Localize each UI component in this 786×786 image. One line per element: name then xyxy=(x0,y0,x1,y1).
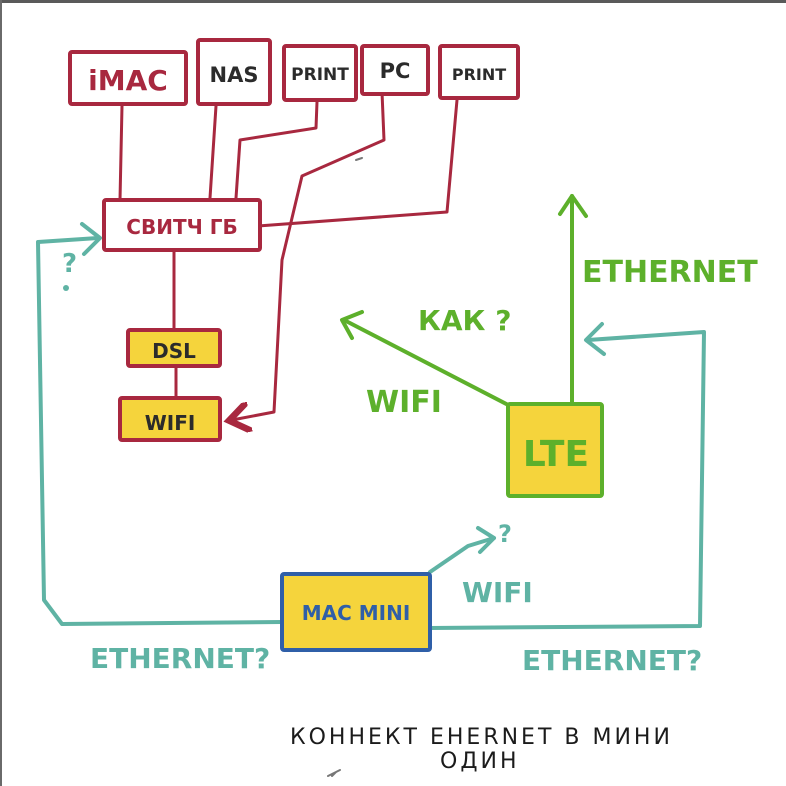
wifi-mini-label: WIFI xyxy=(462,576,533,609)
green-lines xyxy=(340,194,588,410)
svg-text:PRINT: PRINT xyxy=(452,65,506,84)
ethernet-left-label: ETHERNET? xyxy=(90,642,270,675)
device-print-1[interactable]: PRINT xyxy=(282,44,358,102)
device-wifi-router[interactable]: WIFI xyxy=(118,396,222,442)
wired-lines xyxy=(116,90,459,420)
svg-text:PRINT: PRINT xyxy=(291,65,349,85)
note-line-2: ОДИН xyxy=(440,749,520,774)
device-dsl[interactable]: DSL xyxy=(126,328,222,368)
teal-lines xyxy=(36,222,706,630)
window-left-border xyxy=(0,0,2,786)
window-top-border xyxy=(0,0,786,3)
arrow-head-lte xyxy=(584,322,606,356)
device-switch[interactable]: СВИТЧ ГБ xyxy=(102,198,262,252)
stray-pen-marks xyxy=(327,157,363,777)
device-nas[interactable]: NAS xyxy=(196,38,272,106)
switch-question-dot xyxy=(63,285,69,291)
note-line-1: КОННЕКТ EHERNET В МИНИ xyxy=(290,725,673,750)
device-pc[interactable]: PC xyxy=(360,44,430,96)
svg-text:iMAC: iMAC xyxy=(88,64,168,97)
arrow-head-switch xyxy=(80,222,102,256)
kak-label: КАК ? xyxy=(418,304,511,337)
device-print-2[interactable]: PRINT xyxy=(438,44,520,100)
ethernet-top-label: ETHERNET xyxy=(582,255,758,290)
svg-text:LTE: LTE xyxy=(523,434,589,475)
device-imac[interactable]: iMAC xyxy=(68,50,188,106)
wifi-lte-label: WIFI xyxy=(366,385,442,420)
arrow-head-lte-wifi xyxy=(340,310,364,340)
svg-text:NAS: NAS xyxy=(210,63,259,87)
wire-print2-switch xyxy=(256,98,459,228)
lte-wifi-line xyxy=(342,318,516,410)
ethernet-mini-to-lte xyxy=(428,330,706,630)
ethernet-right-label: ETHERNET? xyxy=(522,644,702,677)
wire-nas-switch xyxy=(208,104,218,200)
wifi-mini-arrow xyxy=(428,536,496,574)
wire-print1-switch xyxy=(234,100,319,200)
svg-text:СВИТЧ ГБ: СВИТЧ ГБ xyxy=(126,215,237,239)
device-lte[interactable]: LTE xyxy=(506,402,604,498)
arrow-head-wifi-mini xyxy=(476,526,496,554)
svg-text:WIFI: WIFI xyxy=(145,411,196,435)
wire-pc-wifi xyxy=(232,90,386,420)
ethernet-mini-to-switch xyxy=(36,236,284,626)
svg-text:MAC MINI: MAC MINI xyxy=(302,601,411,625)
arrow-head-lte-up xyxy=(558,194,588,218)
switch-question-label: ? xyxy=(62,249,77,279)
svg-text:PC: PC xyxy=(380,59,411,83)
svg-text:DSL: DSL xyxy=(152,339,196,363)
mini-question-label: ? xyxy=(498,520,512,548)
device-mac-mini[interactable]: MAC MINI xyxy=(280,572,432,652)
